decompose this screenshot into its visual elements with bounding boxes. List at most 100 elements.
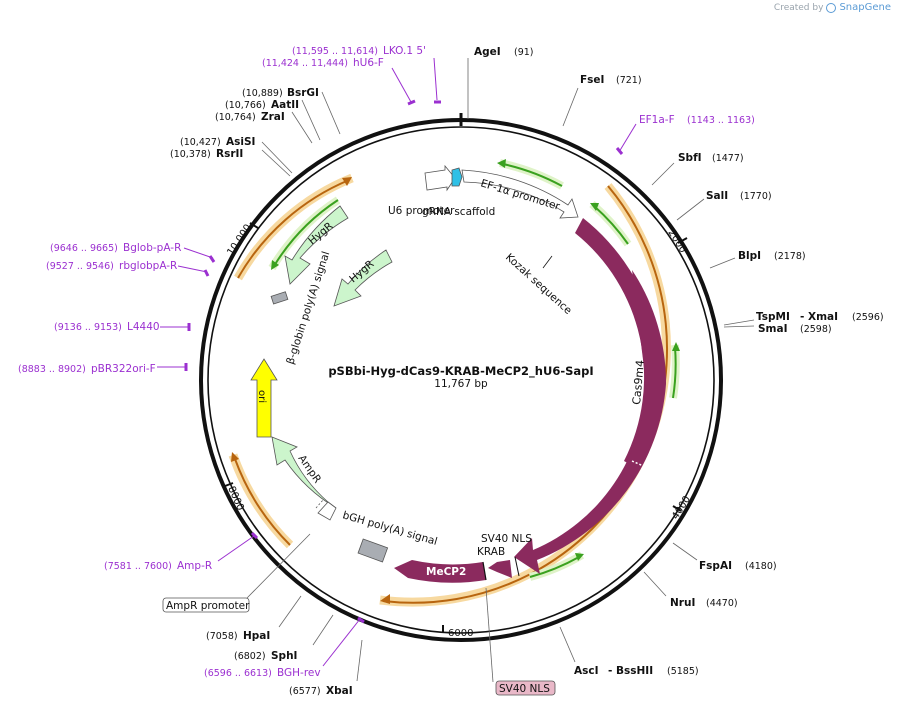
site-asisi-name: AsiSI <box>226 136 255 148</box>
leader-smai <box>723 325 755 328</box>
feature-sv40-nls <box>488 556 520 578</box>
site-agei-name: AgeI <box>474 46 501 58</box>
feature-ampr <box>271 436 337 521</box>
orf-green-left <box>268 196 341 271</box>
feature-hygr-inner <box>333 249 393 307</box>
primer-mark-bglob <box>208 255 216 263</box>
leader-ampr <box>217 535 255 562</box>
feature-grna-scaffold <box>451 167 463 187</box>
tick-6000: 6000 <box>442 625 473 639</box>
site-aatii-name: AatII <box>271 99 299 111</box>
leader-bsrgi <box>321 91 341 135</box>
orf-green-right-mid <box>669 342 680 399</box>
primer-mark-ef1a <box>615 147 624 155</box>
label-ampr-promoter: AmpR promoter <box>166 600 250 612</box>
feature-mecp2 <box>394 560 487 583</box>
leader-zrai <box>291 111 313 144</box>
site-fsei-pos: (721) <box>616 75 642 86</box>
feature-cas9m4 <box>514 213 667 574</box>
leader-blpi <box>709 257 736 269</box>
primer-pbr-name: pBR322ori-F <box>91 363 156 375</box>
site-sali-name: SalI <box>706 190 728 202</box>
orf-green-right-upper <box>589 200 632 247</box>
leader-sali <box>676 198 705 221</box>
leader-asisi <box>261 141 293 174</box>
site-fsei-name: FseI <box>580 74 604 86</box>
orf-orange-left-lower <box>228 452 294 549</box>
primer-ef1a-range: (1143 .. 1163) <box>687 115 755 126</box>
leader-ampr-promoter <box>246 533 311 599</box>
label-krab: KRAB <box>477 546 505 558</box>
orf-orange-left-upper <box>234 173 354 281</box>
site-asci-pos: (5185) <box>667 666 699 677</box>
plasmid-size: 11,767 bp <box>434 378 488 390</box>
primer-l4440-name: L4440 <box>127 321 160 333</box>
label-bgh-polya: bGH poly(A) signal <box>341 509 439 548</box>
feature-ori <box>250 358 278 438</box>
leader-tspmi <box>723 319 755 326</box>
primer-rbglob-range: (9527 .. 9546) <box>46 261 114 272</box>
label-sv40-nls-box: SV40 NLS <box>499 683 550 695</box>
site-aatii-pos: (10,766) <box>225 100 266 111</box>
site-zrai-name: ZraI <box>261 111 285 123</box>
site-fspai-name: FspAI <box>699 560 732 572</box>
leader-aatii <box>301 99 321 141</box>
site-smai-pos: (2598) <box>800 324 832 335</box>
primer-lko-name: LKO.1 5' <box>383 45 426 57</box>
site-bsrgi-pos: (10,889) <box>242 88 283 99</box>
leader-hu6 <box>391 67 412 103</box>
site-sbfi-pos: (1477) <box>712 153 744 164</box>
primer-mark-bgh <box>357 616 365 624</box>
primer-ampr-range: (7581 .. 7600) <box>104 561 172 572</box>
orf-green-bottom <box>528 551 585 581</box>
backbone-inner-ring <box>207 126 715 634</box>
site-rsrii-pos: (10,378) <box>170 149 211 160</box>
leader-sbfi <box>651 162 675 186</box>
label-ori: ori <box>256 390 267 403</box>
label-mecp2: MeCP2 <box>426 566 466 578</box>
site-tspmi-sep: - XmaI <box>800 311 838 323</box>
primer-bglob-range: (9646 .. 9665) <box>50 243 118 254</box>
site-sbfi-name: SbfI <box>678 152 702 164</box>
tick-label-2000: 2000 <box>665 228 688 255</box>
primer-ampr-name: Amp-R <box>177 560 212 572</box>
site-xbai-pos: (6577) <box>289 686 321 697</box>
leader-fsei <box>562 87 579 127</box>
primer-l4440-range: (9136 .. 9153) <box>54 322 122 333</box>
leader-fspai <box>672 542 698 561</box>
feature-u6-promoter <box>424 164 456 192</box>
site-sphi-name: SphI <box>271 650 297 662</box>
credit-brand: SnapGene <box>839 2 891 13</box>
site-rsrii-name: RsrII <box>216 148 243 160</box>
ampr-promoter-box <box>162 597 250 613</box>
site-xbai-name: XbaI <box>326 685 353 697</box>
primer-hu6-name: hU6-F <box>353 57 384 69</box>
plasmid-name: pSBbi-Hyg-dCas9-KRAB-MeCP2_hU6-SapI <box>328 364 593 379</box>
label-kozak: Kozak sequence <box>503 251 574 317</box>
leader-hpai <box>278 595 302 628</box>
leader-rbglob <box>177 265 208 273</box>
primer-hu6-range: (11,424 .. 11,444) <box>262 58 348 69</box>
site-zrai-pos: (10,764) <box>215 112 256 123</box>
site-tspmi-pos: (2596) <box>852 312 884 323</box>
primer-lko-range: (11,595 .. 11,614) <box>292 46 378 57</box>
snapgene-credit: Created by SnapGene <box>774 2 891 13</box>
site-blpi-name: BlpI <box>738 250 761 262</box>
leader-bglob <box>183 247 214 259</box>
site-nrui-pos: (4470) <box>706 598 738 609</box>
orf-green-top <box>497 159 564 190</box>
leader-rsrii <box>261 149 291 177</box>
primer-rbglob-name: rbglobpA-R <box>119 260 177 272</box>
primer-mark-hu6 <box>407 99 416 106</box>
credit-prefix: Created by <box>773 2 824 13</box>
site-sphi-pos: (6802) <box>234 651 266 662</box>
site-asisi-pos: (10,427) <box>180 137 221 148</box>
primer-mark-rbglob <box>203 269 210 277</box>
label-sv40-nls: SV40 NLS <box>481 533 532 545</box>
tick-2000: 2000 <box>665 228 688 255</box>
leader-lko <box>433 57 438 101</box>
snapgene-logo-icon <box>826 2 837 13</box>
leader-sv40-box <box>485 587 494 683</box>
